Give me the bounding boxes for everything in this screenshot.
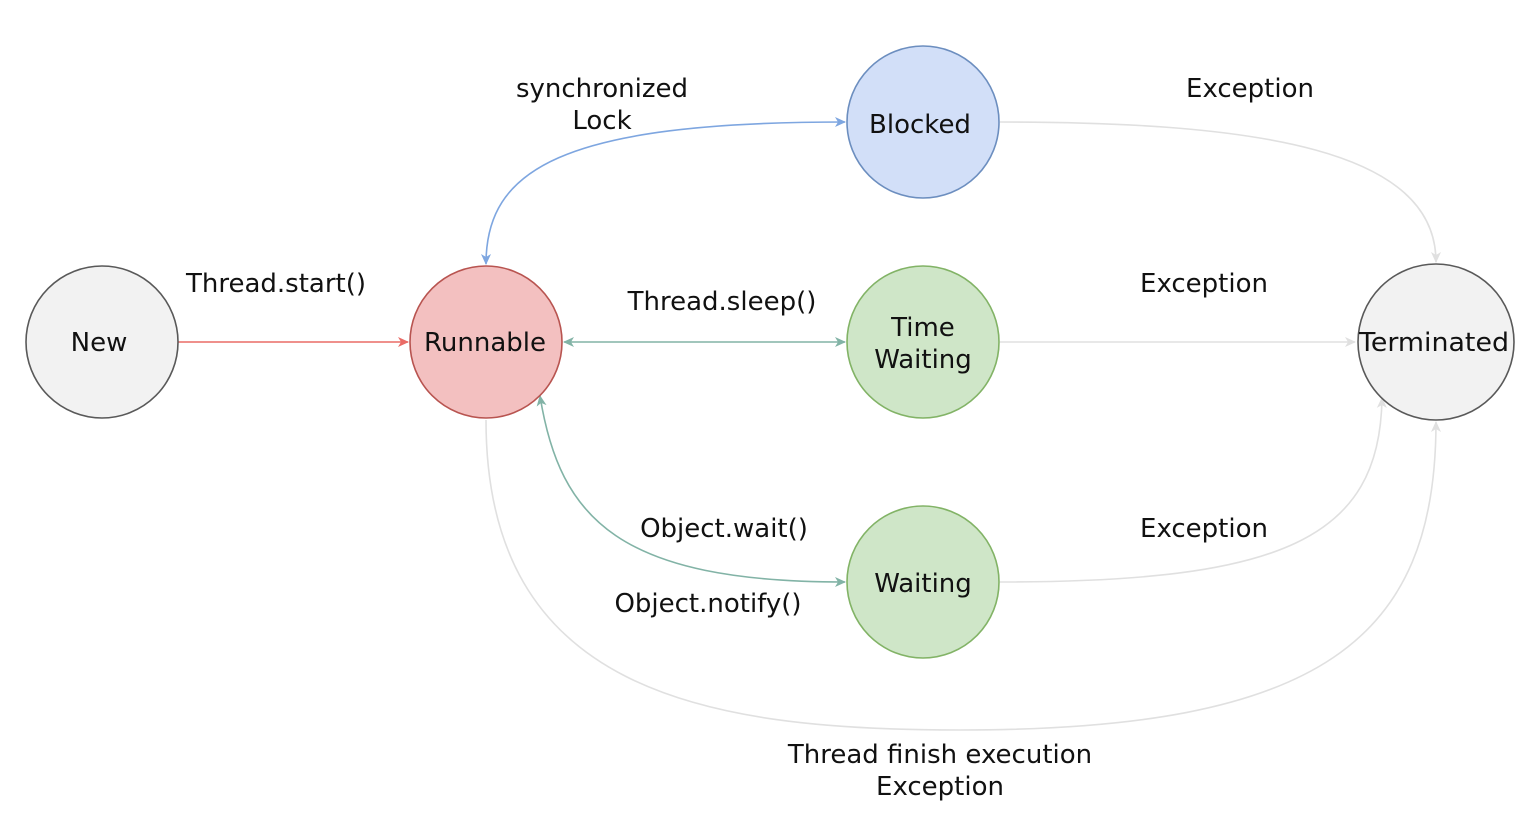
node-time-waiting-circle <box>846 265 1000 419</box>
node-terminated-label: Terminated <box>1358 328 1509 358</box>
edge-lock-label-line2: Lock <box>572 106 631 136</box>
edge-waiting-exception <box>999 397 1387 583</box>
edge-blocked-exception-label: Exception <box>1186 74 1314 104</box>
node-new: New <box>25 265 179 419</box>
edge-notify-label: Object.notify() <box>614 589 801 619</box>
edge-blocked-exception <box>999 121 1441 263</box>
node-waiting: Waiting <box>846 505 1000 659</box>
node-blocked-circle <box>846 45 1000 199</box>
edge-waiting-exception-label: Exception <box>1140 514 1268 544</box>
node-runnable: Runnable <box>409 265 563 419</box>
edge-time-waiting-exception-label: Exception <box>1140 269 1268 299</box>
edge-finish-label-line2: Exception <box>876 772 1004 802</box>
edge-finish-label-line1: Thread finish execution <box>787 740 1092 770</box>
node-blocked: Blocked <box>846 45 1000 199</box>
node-waiting-circle <box>846 505 1000 659</box>
node-terminated-circle <box>1357 263 1515 421</box>
edge-sleep-label: Thread.sleep() <box>627 287 817 317</box>
node-time-waiting-label-line2: Waiting <box>874 345 972 375</box>
edge-wait-notify <box>536 395 846 587</box>
edge-lock-label-line1: synchronized <box>516 74 688 104</box>
node-runnable-circle <box>409 265 563 419</box>
edge-lock <box>481 117 846 265</box>
edge-wait-label: Object.wait() <box>640 514 808 544</box>
node-runnable-label: Runnable <box>424 328 546 358</box>
node-new-label: New <box>71 328 128 358</box>
node-waiting-label: Waiting <box>874 569 972 599</box>
node-blocked-label: Blocked <box>869 110 971 140</box>
edge-finish <box>485 419 1441 731</box>
node-terminated: Terminated <box>1357 263 1515 421</box>
node-new-circle <box>25 265 179 419</box>
node-time-waiting-label-line1: Time <box>890 313 955 343</box>
node-time-waiting: Time Waiting <box>846 265 1000 419</box>
edge-start-label: Thread.start() <box>185 269 366 299</box>
